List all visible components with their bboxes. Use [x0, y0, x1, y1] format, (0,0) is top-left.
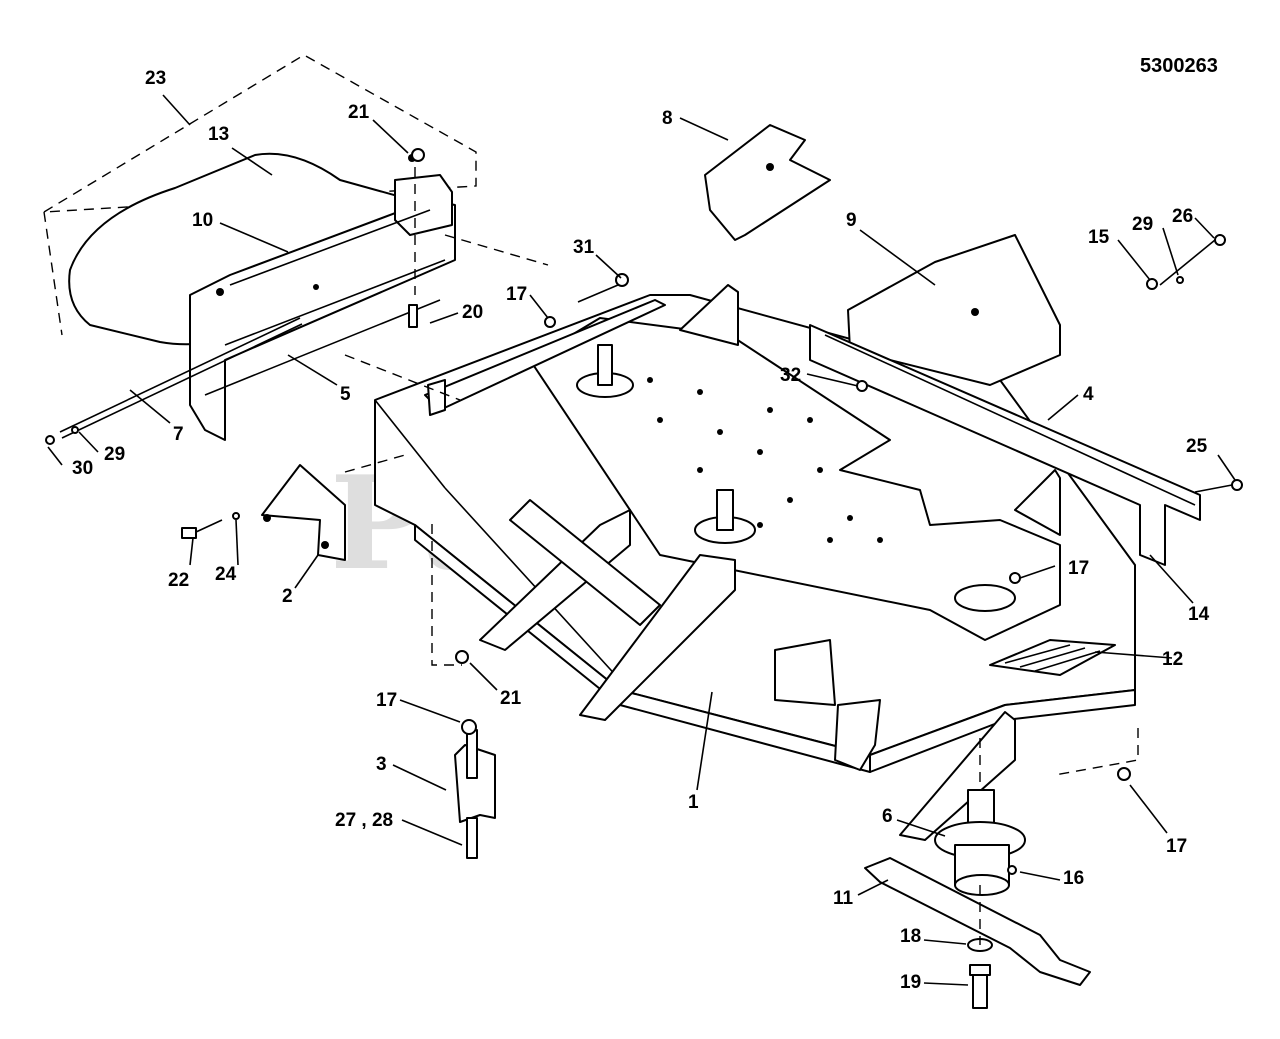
callout-8: 8 [662, 108, 673, 129]
callout-31: 31 [573, 237, 595, 258]
callout-23: 23 [145, 68, 166, 89]
callout-27-28: 27 , 28 [335, 810, 393, 831]
callout-13: 13 [208, 124, 229, 145]
callout-24: 24 [215, 564, 237, 585]
callout-21-lower: 21 [500, 688, 522, 709]
callout-9: 9 [846, 210, 857, 231]
discharge-chute-assembly [43, 54, 477, 441]
document-number: 5300263 [1140, 55, 1218, 77]
chute-frame-10 [189, 199, 456, 441]
blade-11 [864, 857, 1091, 986]
callout-labels: 23 13 21 10 20 5 7 29 30 8 9 31 17 32 4 … [72, 68, 1210, 993]
callout-6: 6 [882, 806, 893, 827]
bracket-2 [261, 464, 346, 561]
callout-26: 26 [1172, 206, 1193, 227]
spindle-6 [934, 789, 1026, 896]
callout-25: 25 [1186, 436, 1208, 457]
callout-30: 30 [72, 458, 93, 479]
chute-bracket [394, 174, 453, 236]
bracket-3 [454, 744, 496, 823]
callout-17-upper: 17 [506, 284, 527, 305]
callout-12: 12 [1162, 649, 1183, 670]
callout-15: 15 [1088, 227, 1110, 248]
callout-22: 22 [168, 570, 189, 591]
callout-17-far-right: 17 [1166, 836, 1187, 857]
callout-1: 1 [688, 792, 699, 813]
callout-29-left: 29 [104, 444, 125, 465]
callout-32: 32 [780, 365, 801, 386]
callout-21-top: 21 [348, 102, 370, 123]
callout-4: 4 [1083, 384, 1094, 405]
callout-14: 14 [1188, 604, 1210, 625]
callout-18: 18 [900, 926, 921, 947]
rail-4 [809, 324, 1201, 566]
callout-19: 19 [900, 972, 921, 993]
belt-cover-8 [704, 124, 831, 241]
callout-16: 16 [1063, 868, 1084, 889]
callout-2: 2 [282, 586, 293, 607]
callout-5: 5 [340, 384, 351, 405]
callout-29-right: 29 [1132, 214, 1153, 235]
leader-lines [47, 94, 1236, 986]
callout-17-lower: 17 [376, 690, 397, 711]
callout-17-right: 17 [1068, 558, 1089, 579]
callout-7: 7 [173, 424, 184, 445]
callout-3: 3 [376, 754, 387, 775]
callout-20: 20 [462, 302, 483, 323]
callout-10: 10 [192, 210, 213, 231]
callout-11: 11 [833, 888, 854, 909]
plate-slots [647, 377, 883, 543]
chute-13 [68, 152, 431, 346]
